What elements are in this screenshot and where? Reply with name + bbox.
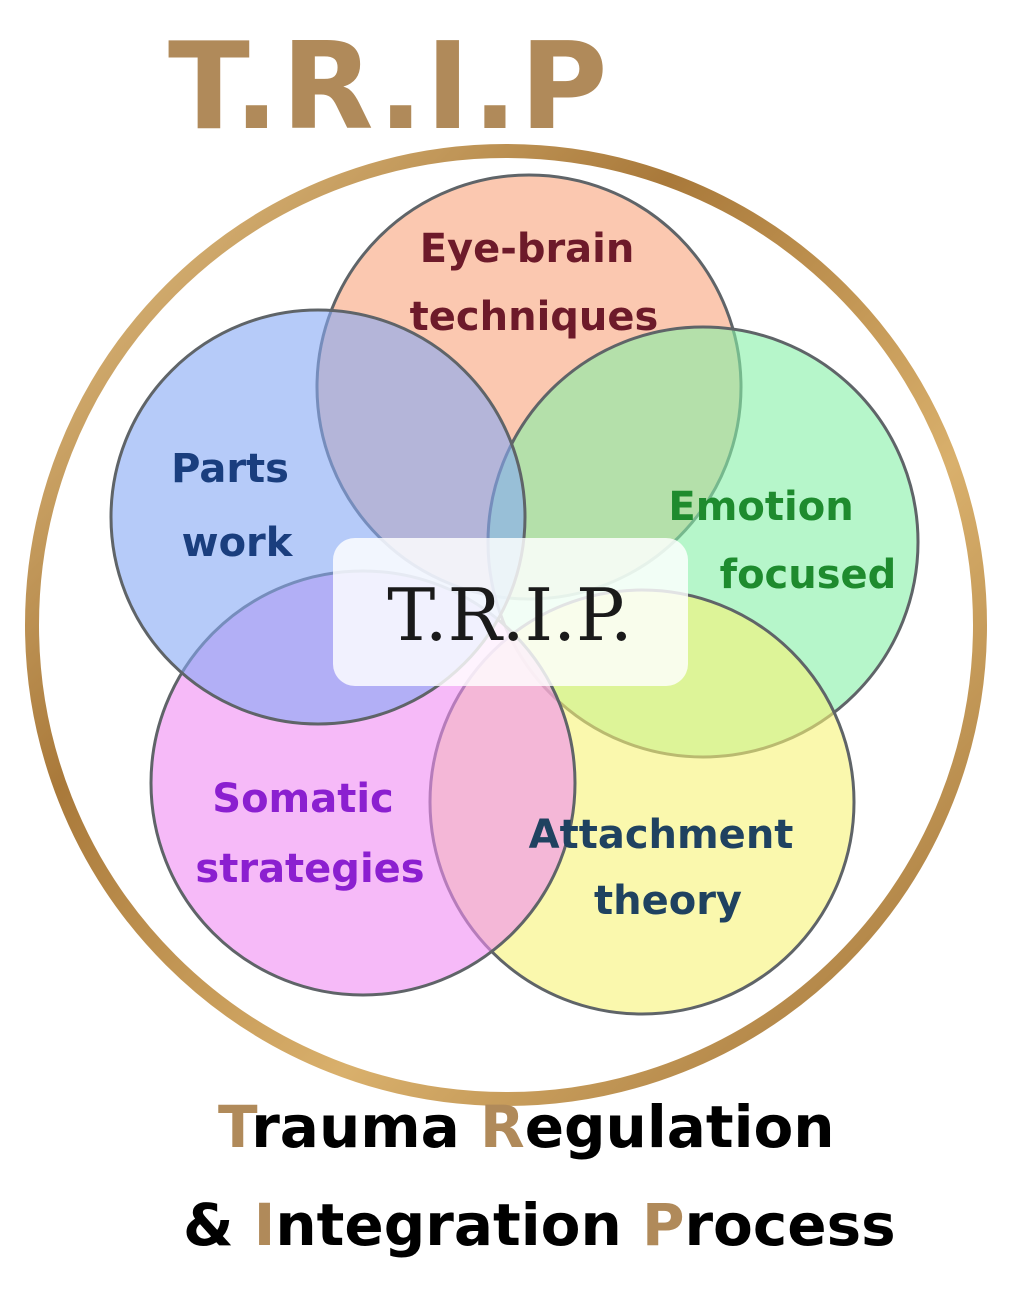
word-ntegration: ntegration — [275, 1191, 642, 1259]
label-attachment: Attachment theory — [529, 812, 808, 924]
footer-line-1: Trauma Regulation — [218, 1092, 835, 1162]
page-title: T.R.I.P — [168, 18, 610, 157]
initial-p: P — [641, 1191, 685, 1259]
initial-r: R — [480, 1093, 525, 1161]
label-eye-brain: Eye-brain techniques — [410, 226, 659, 340]
word-rauma: rauma — [251, 1093, 481, 1161]
center-label: T.R.I.P. — [387, 573, 633, 657]
gold-ring — [25, 144, 987, 1106]
initial-t: T — [218, 1093, 252, 1161]
overlap-circles — [109, 173, 920, 1016]
ampersand: & — [183, 1191, 254, 1259]
word-rocess: rocess — [684, 1191, 896, 1259]
circle-labels: Eye-brain techniques Emotion focused Att… — [171, 226, 896, 924]
center-box — [333, 538, 688, 686]
label-emotion: Emotion focused — [668, 484, 896, 598]
word-egulation: egulation — [524, 1093, 835, 1161]
label-somatic: Somatic strategies — [195, 776, 424, 892]
footer-line-2: & Integration Process — [183, 1190, 896, 1260]
label-parts: Parts work — [171, 446, 303, 566]
initial-i: I — [253, 1191, 276, 1259]
